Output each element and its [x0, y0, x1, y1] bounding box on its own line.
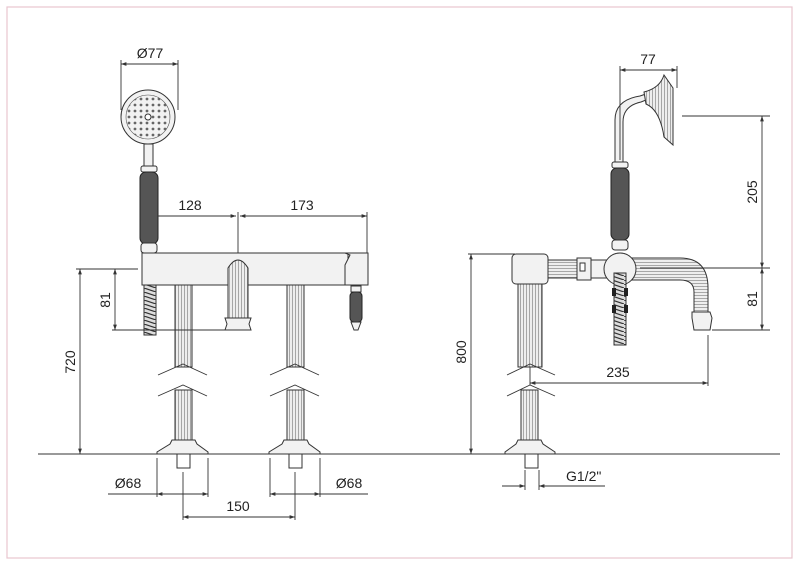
dim-label: Ø68	[336, 475, 363, 491]
diverter-housing	[344, 252, 369, 286]
dim-label: G1/2"	[566, 468, 601, 484]
leg-side	[504, 363, 556, 469]
front-view: Ø77 128 173 720 81 Ø68 150	[62, 45, 369, 520]
dim-label: 205	[744, 180, 760, 204]
dim-spout-drop-side: 81	[640, 267, 770, 331]
dim-label: 173	[290, 197, 314, 213]
dim-label: 81	[744, 291, 760, 307]
drawing-frame	[6, 6, 793, 559]
hose	[143, 284, 157, 336]
dim-base-diameter-right: Ø68	[269, 458, 368, 497]
lever-handle	[349, 285, 363, 331]
dim-spout-drop: 81	[97, 269, 225, 331]
dim-head-depth: 77	[619, 51, 678, 160]
handshower-neck	[143, 143, 154, 169]
leg-right	[268, 284, 321, 469]
dim-overall-height: 720	[62, 268, 138, 454]
dim-overall-height-side: 800	[453, 253, 515, 454]
side-view: 77 205 81 800 235 G1/2"	[453, 51, 770, 490]
dim-label: 77	[640, 51, 656, 67]
handshower-head	[120, 89, 176, 145]
dim-label: Ø68	[115, 475, 142, 491]
dim-label: 81	[97, 292, 113, 308]
dim-handshower-height: 205	[682, 115, 770, 268]
dim-spout-reach: 235	[529, 335, 709, 386]
dim-handshower-diameter: Ø77	[120, 45, 179, 110]
spout-front	[224, 259, 252, 331]
leg-left	[156, 284, 209, 469]
dim-label: 800	[453, 340, 469, 364]
dim-label: Ø77	[137, 45, 164, 61]
side-body	[511, 252, 713, 368]
dim-label: 235	[606, 364, 630, 380]
dim-label: 720	[62, 350, 78, 374]
dim-label: 150	[226, 498, 250, 514]
dim-spacing: 128 173	[158, 197, 368, 253]
handshower-side	[610, 73, 674, 251]
dim-leg-spacing: 150	[182, 472, 296, 520]
dim-base-diameter-left: Ø68	[108, 458, 209, 497]
dim-label: 128	[178, 197, 202, 213]
handshower-grip	[139, 171, 159, 245]
dim-thread: G1/2"	[502, 468, 605, 490]
